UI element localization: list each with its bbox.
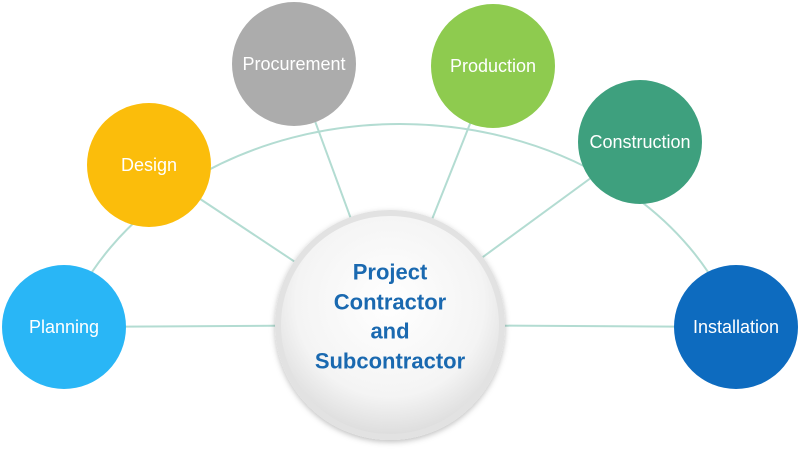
- center-line-4: Subcontractor: [315, 349, 466, 374]
- node-design-label: Design: [121, 155, 177, 175]
- outer-arc: [63, 122, 737, 328]
- node-planning: Planning: [2, 265, 126, 389]
- node-installation-circle: [674, 265, 798, 389]
- node-production-label: Production: [450, 56, 536, 76]
- node-installation: Installation: [674, 265, 798, 389]
- node-design: Design: [87, 103, 211, 227]
- node-production: Production: [431, 4, 555, 128]
- center-circle: [275, 210, 505, 440]
- center-line-1: Project: [353, 260, 428, 285]
- node-construction: Construction: [578, 80, 702, 204]
- node-procurement-label: Procurement: [242, 54, 345, 74]
- node-production-circle: [431, 4, 555, 128]
- center-node: Project Contractor and Subcontractor: [275, 210, 505, 440]
- center-line-2: Contractor: [334, 290, 447, 315]
- node-construction-circle: [578, 80, 702, 204]
- node-procurement-circle: [232, 2, 356, 126]
- node-design-circle: [87, 103, 211, 227]
- node-planning-label: Planning: [29, 317, 99, 337]
- node-construction-label: Construction: [589, 132, 690, 152]
- node-planning-circle: [2, 265, 126, 389]
- node-procurement: Procurement: [232, 2, 356, 126]
- center-line-3: and: [370, 319, 409, 344]
- node-installation-label: Installation: [693, 317, 779, 337]
